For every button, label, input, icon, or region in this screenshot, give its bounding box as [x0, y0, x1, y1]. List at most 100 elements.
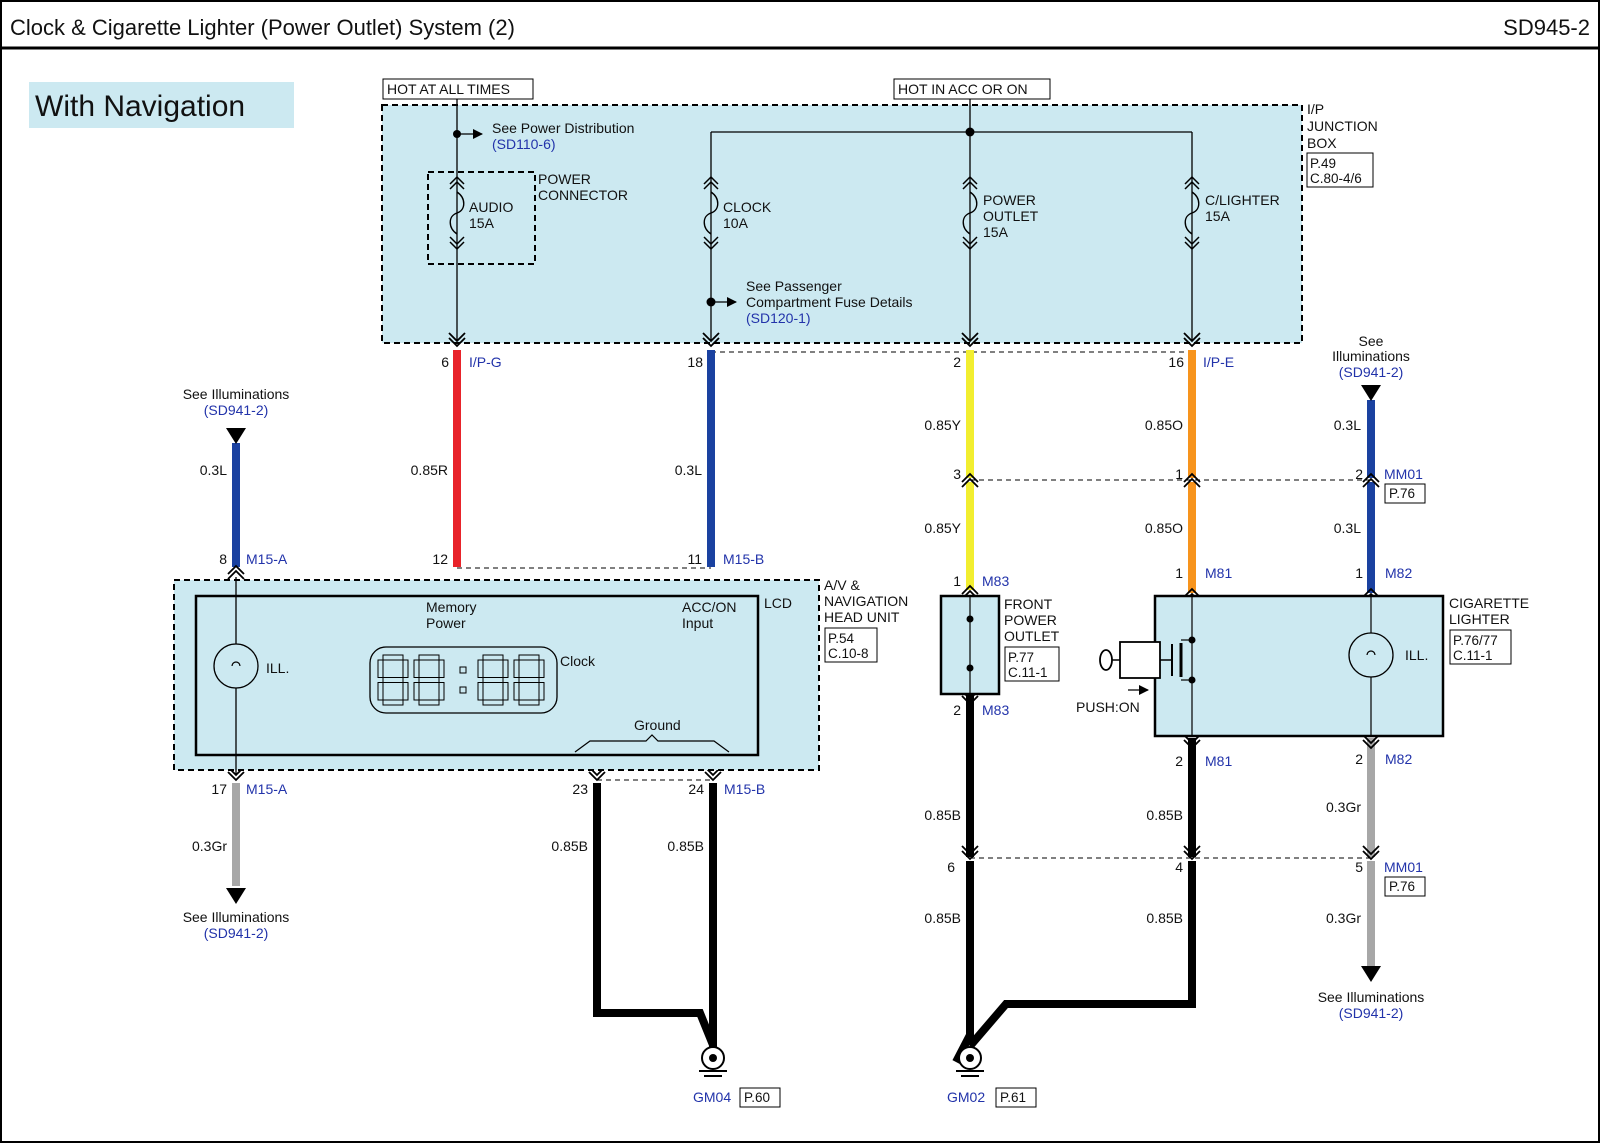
svg-text:C.80-4/6: C.80-4/6 [1310, 171, 1362, 186]
svg-text:P.60: P.60 [744, 1090, 770, 1105]
svg-text:C.11-1: C.11-1 [1453, 648, 1493, 663]
wire-size-labels: 0.85R 0.3L 0.3L 0.85Y 0.85Y 0.85O 0.85O … [192, 417, 1361, 926]
svg-text:6: 6 [441, 354, 449, 370]
svg-text:(SD941-2): (SD941-2) [204, 402, 269, 418]
illum-arrow-right-bottom [1361, 966, 1381, 982]
svg-text:M82: M82 [1385, 565, 1412, 581]
svg-text:Compartment Fuse Details: Compartment Fuse Details [746, 294, 913, 310]
fuse-details-ref: See Passenger [746, 278, 842, 294]
clock-digit-1 [413, 654, 445, 706]
wire-black-5 [593, 783, 717, 1047]
power-connector [427, 171, 536, 265]
connector-chevron-down-1 [702, 332, 720, 348]
svg-text:17: 17 [211, 781, 227, 797]
illum-arrow-left-bottom [226, 888, 246, 904]
svg-text:HEAD UNIT: HEAD UNIT [824, 609, 900, 625]
svg-text:(SD120-1): (SD120-1) [746, 310, 811, 326]
svg-text:P.61: P.61 [1000, 1090, 1026, 1105]
svg-text:M81: M81 [1205, 565, 1232, 581]
connector-chevron-down-12 [1362, 845, 1380, 861]
fuse-lighter-icon [1184, 175, 1200, 251]
svg-text:C.11-1: C.11-1 [1008, 665, 1048, 680]
connector-chevron-down-2 [961, 332, 979, 348]
svg-text:2: 2 [1175, 753, 1183, 769]
connector-labels: I/P-G I/P-E MM01 P.76 M15-A M15-B M15-A … [246, 354, 1426, 897]
junction-box [381, 104, 1303, 344]
svg-text:1: 1 [1175, 565, 1183, 581]
junction-box-ref [1306, 152, 1374, 188]
svg-text:5: 5 [1355, 859, 1363, 875]
svg-text:POWER: POWER [538, 171, 591, 187]
cigarette-lighter [1153, 594, 1445, 738]
svg-text:11: 11 [687, 551, 702, 567]
clock-label: Clock [560, 653, 596, 669]
illumination-refs: See Illuminations (SD941-2) See Illumina… [183, 333, 1425, 1021]
svg-text:15A: 15A [1205, 208, 1231, 224]
svg-text:0.3L: 0.3L [1334, 520, 1361, 536]
ground-gm02-icon [956, 1046, 984, 1077]
connector-chevron-down-3 [1183, 332, 1201, 348]
svg-text:16: 16 [1168, 354, 1184, 370]
svg-text:See: See [1359, 333, 1384, 349]
connector-dashes [457, 351, 1371, 859]
head-unit-ref [824, 627, 878, 663]
svg-text:1: 1 [1175, 466, 1183, 482]
connector-chevron-down-11 [1183, 845, 1201, 861]
svg-text:M15-A: M15-A [246, 781, 288, 797]
power-distribution-ref: See Power Distribution [492, 120, 634, 136]
connector-chevron-down-10 [961, 845, 979, 861]
clock-digit-2 [477, 654, 509, 706]
page-code: SD945-2 [1503, 15, 1590, 40]
connector-chevron-down-8 [1183, 734, 1201, 750]
pin-numbers: 6 18 2 16 3 1 2 8 12 11 17 23 24 1 2 1 2… [211, 354, 1363, 875]
clock-display-icon [369, 646, 558, 714]
svg-text:Power: Power [426, 615, 466, 631]
svg-text:(SD110-6): (SD110-6) [492, 136, 556, 152]
svg-text:15A: 15A [469, 215, 495, 231]
svg-text:Input: Input [682, 615, 713, 631]
svg-text:CONNECTOR: CONNECTOR [538, 187, 628, 203]
svg-text:(SD941-2): (SD941-2) [204, 925, 269, 941]
svg-text:1: 1 [953, 573, 961, 589]
clock-digits [377, 654, 545, 706]
wires [232, 350, 1375, 1064]
svg-text:2: 2 [953, 702, 961, 718]
svg-text:M15-B: M15-B [723, 551, 764, 567]
head-unit-ill-label: ILL. [266, 660, 289, 676]
svg-text:JUNCTION: JUNCTION [1307, 118, 1378, 134]
variant-label: With Navigation [35, 90, 245, 123]
svg-text:See Illuminations: See Illuminations [183, 909, 290, 925]
fuse-audio-icon [449, 175, 465, 251]
svg-text:P.54: P.54 [828, 631, 855, 646]
ground-gm04-label: GM04 [693, 1089, 731, 1105]
svg-text:0.3Gr: 0.3Gr [192, 838, 227, 854]
acc-on-input-label: ACC/ON [682, 599, 736, 615]
svg-text:M82: M82 [1385, 751, 1412, 767]
hot-all-times-label [382, 78, 534, 100]
push-on-label: PUSH:ON [1076, 699, 1140, 715]
svg-text:0.85B: 0.85B [924, 910, 961, 926]
fuse-clock-label: CLOCK [723, 199, 772, 215]
svg-text:24: 24 [688, 781, 704, 797]
svg-text:10A: 10A [723, 215, 749, 231]
svg-text:MM01: MM01 [1384, 859, 1423, 875]
svg-text:0.85O: 0.85O [1145, 417, 1183, 433]
svg-text:2: 2 [953, 354, 961, 370]
ground-gm04-ref [739, 1087, 781, 1108]
svg-text:3: 3 [953, 466, 961, 482]
svg-text:0.3L: 0.3L [1334, 417, 1361, 433]
svg-text:0.85B: 0.85B [667, 838, 704, 854]
svg-text:0.3L: 0.3L [200, 462, 227, 478]
svg-text:C.10-8: C.10-8 [828, 646, 869, 661]
fuse-lighter-label: C/LIGHTER [1205, 192, 1280, 208]
lcd-label: LCD [764, 595, 792, 611]
svg-text:(SD941-2): (SD941-2) [1339, 1005, 1404, 1021]
svg-text:BOX: BOX [1307, 135, 1337, 151]
clock-digit-3 [513, 654, 545, 706]
fuse-clock-icon [703, 175, 719, 251]
cig-lighter-ref [1449, 629, 1512, 665]
svg-text:0.85B: 0.85B [1146, 910, 1183, 926]
svg-text:HOT AT ALL TIMES: HOT AT ALL TIMES [387, 81, 510, 97]
